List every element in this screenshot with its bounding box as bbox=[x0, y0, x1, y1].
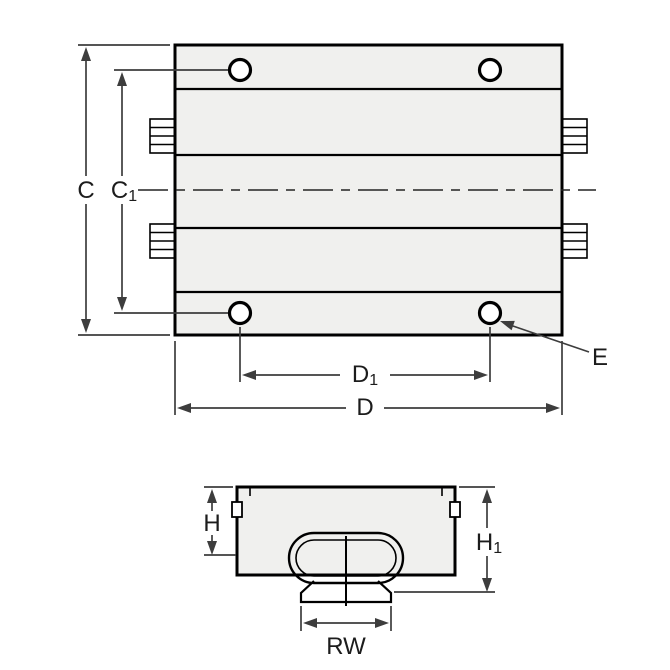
front-view: H H1 RW bbox=[203, 485, 502, 660]
arrowhead-up-icon bbox=[207, 489, 217, 503]
block-plan bbox=[138, 43, 596, 337]
dimension-h1: H1 bbox=[394, 486, 502, 593]
mounting-hole-bottom-right bbox=[477, 300, 503, 326]
leader-line bbox=[509, 324, 590, 353]
callout-e: E bbox=[500, 320, 608, 371]
arrowhead-right-icon bbox=[375, 618, 389, 628]
side-seal-left bbox=[149, 118, 176, 259]
mounting-hole-bottom-left bbox=[227, 300, 253, 326]
dimension-c1: C1 bbox=[111, 69, 228, 314]
arrowhead-leader-icon bbox=[500, 320, 515, 331]
arrowhead-right-icon bbox=[546, 403, 560, 413]
dimension-c: C bbox=[77, 44, 170, 336]
arrowhead-left-icon bbox=[177, 403, 191, 413]
arrowhead-right-icon bbox=[474, 370, 488, 380]
label-c1: C1 bbox=[111, 177, 137, 205]
dimension-h: H bbox=[203, 486, 236, 556]
label-d: D bbox=[356, 394, 373, 421]
arrowhead-down-icon bbox=[207, 541, 217, 555]
label-h: H bbox=[203, 510, 220, 537]
arrowhead-up-icon bbox=[117, 72, 127, 86]
side-notch-left bbox=[231, 501, 243, 518]
arrowhead-left-icon bbox=[303, 618, 317, 628]
arrowhead-left-icon bbox=[242, 370, 256, 380]
label-d1: D1 bbox=[352, 361, 378, 389]
dimension-d: D bbox=[174, 341, 563, 421]
mounting-hole-top-right bbox=[477, 57, 503, 83]
label-c: C bbox=[77, 177, 94, 204]
arrowhead-down-icon bbox=[117, 297, 127, 311]
side-notch-right bbox=[449, 501, 461, 518]
arrowhead-up-icon bbox=[81, 47, 91, 61]
mounting-hole-top-left bbox=[227, 57, 253, 83]
dimension-rw: RW bbox=[300, 606, 392, 660]
label-h1: H1 bbox=[476, 529, 502, 557]
rail-section bbox=[287, 531, 405, 606]
label-e: E bbox=[592, 344, 608, 371]
arrowhead-up-icon bbox=[482, 489, 492, 503]
arrowhead-down-icon bbox=[81, 319, 91, 333]
side-seal-right bbox=[561, 118, 588, 259]
top-view: C C1 D1 bbox=[77, 43, 608, 421]
label-rw: RW bbox=[326, 633, 366, 660]
dimension-d1: D1 bbox=[239, 327, 491, 389]
arrowhead-down-icon bbox=[482, 578, 492, 592]
